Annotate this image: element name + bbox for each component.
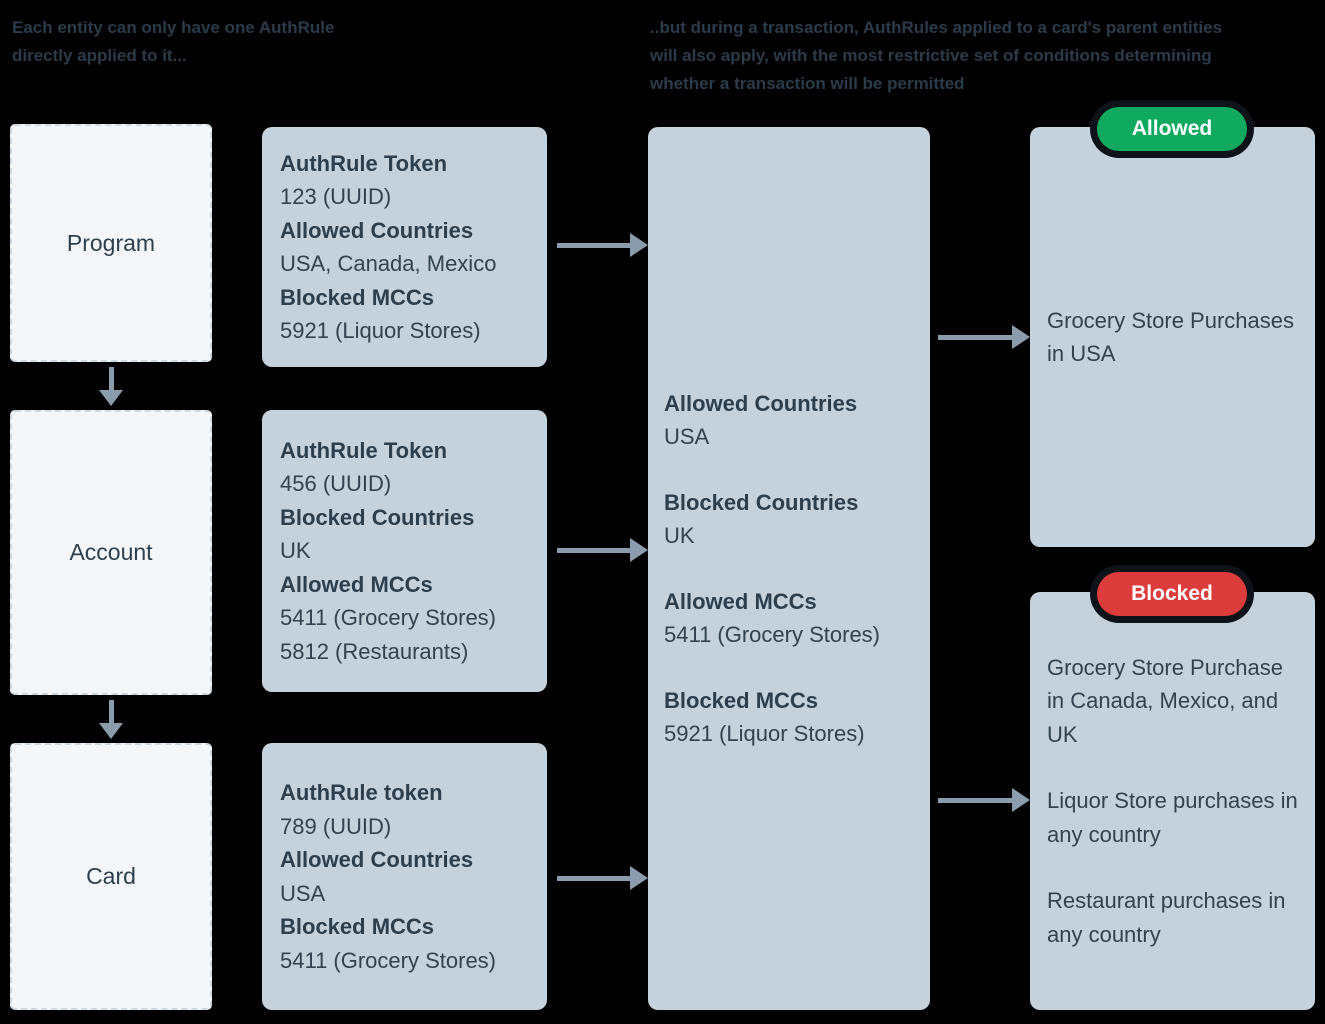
field-label: AuthRule token — [280, 780, 443, 805]
field-value: 456 (UUID) — [280, 471, 392, 497]
entity-box-program: Program — [10, 124, 212, 362]
right-annotation: ..but during a transaction, AuthRules ap… — [650, 18, 1223, 93]
entity-label-program: Program — [66, 229, 156, 256]
field-label: Blocked Countries — [280, 504, 475, 530]
field-value: 5411 (Grocery Stores) — [280, 947, 497, 973]
field-label: Allowed Countries — [280, 847, 474, 872]
arrow-card-rule-icon — [557, 866, 648, 890]
combined-field: Blocked Countries UK — [664, 486, 920, 553]
entity-box-account: Account — [10, 410, 212, 695]
allowed-item: Grocery Store Purchases in USA — [1047, 307, 1294, 367]
blocked-item: Grocery Store Purchase in Canada, Mexico… — [1047, 654, 1283, 747]
field-label: Allowed Countries — [664, 390, 858, 416]
entity-box-card: Card — [10, 743, 212, 1010]
allowed-result-box: Grocery Store Purchases in USA — [1030, 127, 1315, 547]
arrow-account-rule-icon — [557, 538, 648, 562]
field-value: UK — [664, 523, 695, 548]
field-value: 5411 (Grocery Stores) — [664, 622, 881, 647]
field-value: 5921 (Liquor Stores) — [664, 721, 865, 746]
left-annotation: Each entity can only have one AuthRule d… — [12, 18, 335, 65]
field-value: 5921 (Liquor Stores) — [280, 318, 481, 343]
field-label: AuthRule Token — [280, 150, 448, 176]
authrule-card-account: AuthRule Token 456 (UUID) Blocked Countr… — [262, 410, 547, 692]
arrow-to-blocked-icon — [938, 788, 1030, 812]
authrule-card-program: AuthRule Token 123 (UUID) Allowed Countr… — [262, 127, 547, 367]
field-label: Blocked MCCs — [280, 284, 435, 310]
allowed-badge: Allowed — [1097, 107, 1247, 151]
field-label: Allowed MCCs — [664, 588, 817, 614]
blocked-badge: Blocked — [1097, 572, 1247, 616]
entity-label-card: Card — [86, 863, 136, 889]
field-value: 789 (UUID) — [280, 813, 392, 839]
blocked-item: Restaurant purchases in any country — [1047, 888, 1286, 947]
combined-field: Allowed MCCs 5411 (Grocery Stores) — [664, 585, 920, 652]
field-label: Blocked MCCs — [664, 687, 819, 713]
field-label: Blocked MCCs — [280, 914, 435, 939]
field-label: Allowed MCCs — [280, 571, 433, 597]
field-value: UK — [280, 538, 311, 564]
arrow-program-rule-icon — [557, 233, 648, 257]
field-value: USA, Canada, Mexico — [280, 251, 497, 276]
field-value: 5411 (Grocery Stores) 5812 (Restaurants) — [280, 605, 497, 664]
field-value: USA — [280, 880, 326, 906]
field-label: Allowed Countries — [280, 217, 474, 243]
arrow-program-to-account-icon — [99, 367, 123, 406]
field-label: Blocked Countries — [664, 489, 859, 515]
field-label: AuthRule Token — [280, 437, 448, 463]
arrow-account-to-card-icon — [99, 700, 123, 739]
combined-field: Allowed Countries USA — [664, 387, 920, 454]
arrow-to-allowed-icon — [938, 325, 1030, 349]
combined-ruleset-box: Allowed Countries USA Blocked Countries … — [648, 127, 930, 1010]
entity-label-account: Account — [69, 539, 153, 565]
blocked-result-box: Grocery Store Purchase in Canada, Mexico… — [1030, 592, 1315, 1010]
field-value: USA — [664, 424, 710, 449]
authrule-card-card: AuthRule token 789 (UUID) Allowed Countr… — [262, 743, 547, 1010]
field-value: 123 (UUID) — [280, 184, 392, 209]
combined-field: Blocked MCCs 5921 (Liquor Stores) — [664, 684, 920, 751]
blocked-item: Liquor Store purchases in any country — [1047, 788, 1298, 847]
